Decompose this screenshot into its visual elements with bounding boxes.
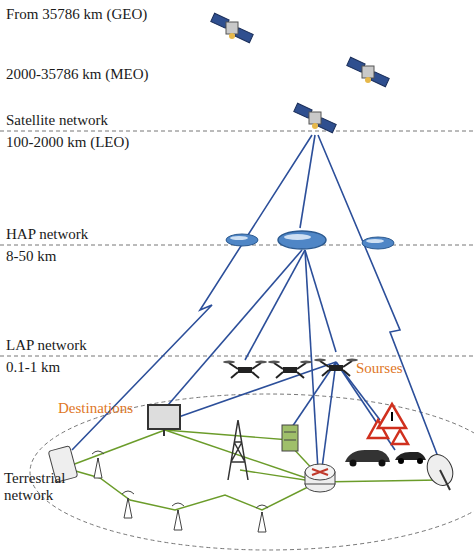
layer-name: HAP network <box>6 226 88 243</box>
layer-name: LAP network <box>6 337 87 354</box>
altitude-label: 8-50 km <box>6 248 56 265</box>
sources-label: Sourses <box>356 360 403 377</box>
altitude-label: 0.1-1 km <box>6 359 60 376</box>
layer-name: Satellite network <box>6 112 108 129</box>
altitude-label: 100-2000 km (LEO) <box>6 134 129 151</box>
orbit-label: 2000-35786 km (MEO) <box>6 66 149 83</box>
layer-name: Terrestrial network <box>4 470 70 505</box>
destinations-label: Destinations <box>58 400 133 417</box>
orbit-label: From 35786 km (GEO) <box>6 6 147 23</box>
